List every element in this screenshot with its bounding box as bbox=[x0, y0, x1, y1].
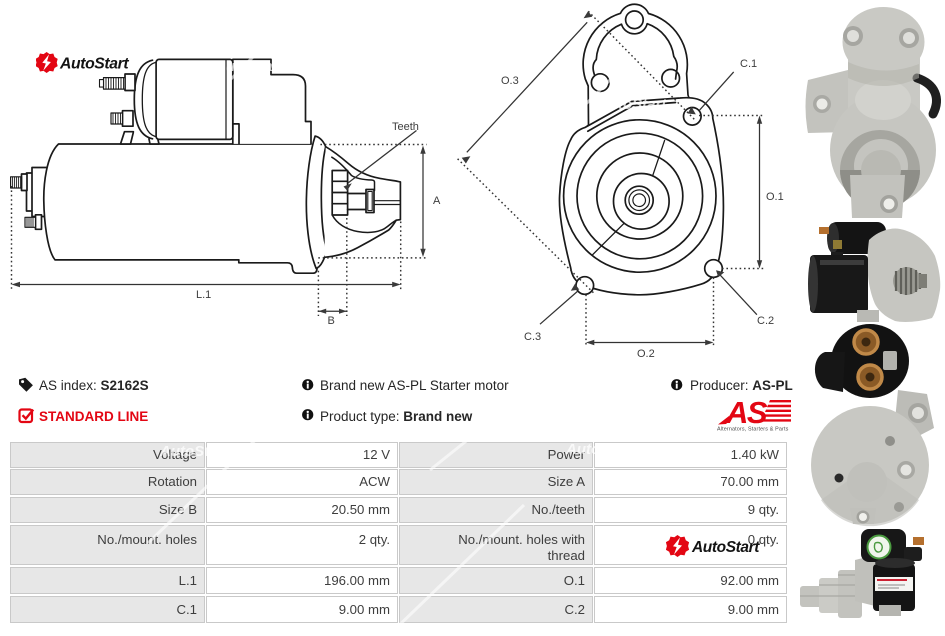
svg-text:L.1: L.1 bbox=[196, 289, 211, 301]
svg-text:AutoStart: AutoStart bbox=[691, 539, 760, 556]
svg-text:AutoStart: AutoStart bbox=[59, 56, 129, 73]
svg-text:O.2: O.2 bbox=[637, 348, 655, 360]
svg-text:O.3: O.3 bbox=[501, 75, 519, 87]
svg-text:O.1: O.1 bbox=[766, 191, 784, 203]
svg-text:C.3: C.3 bbox=[524, 331, 541, 343]
svg-text:C.1: C.1 bbox=[740, 58, 757, 70]
svg-text:B: B bbox=[328, 315, 335, 327]
svg-text:AS: AS bbox=[725, 396, 768, 430]
svg-text:Alternators, Starters & Parts: Alternators, Starters & Parts bbox=[717, 427, 789, 433]
svg-text:Teeth: Teeth bbox=[392, 121, 419, 133]
svg-text:A: A bbox=[433, 195, 441, 207]
svg-text:C.2: C.2 bbox=[757, 315, 774, 327]
